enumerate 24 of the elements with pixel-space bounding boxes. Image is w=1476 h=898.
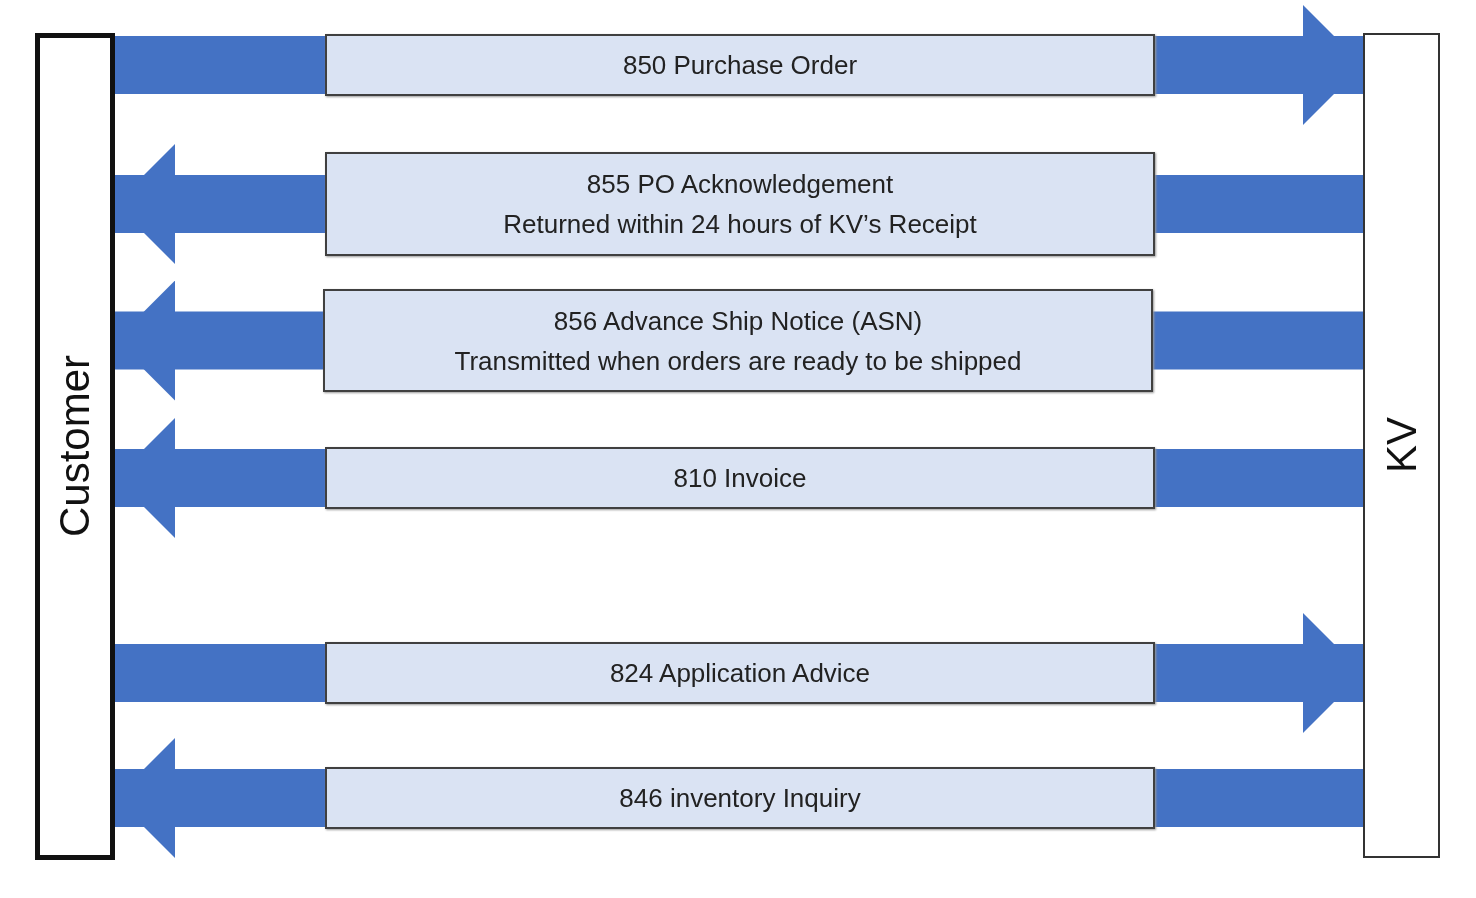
party-box: [1363, 33, 1440, 858]
message-box: [325, 152, 1155, 256]
arrow: [115, 738, 325, 858]
message-title: 846 inventory Inquiry: [619, 782, 861, 815]
message-title: 856 Advance Ship Notice (ASN): [553, 304, 923, 338]
arrow: [115, 418, 325, 538]
party-label: KV: [1377, 417, 1426, 474]
party-label: Customer: [51, 355, 99, 538]
message-title: 855 PO Acknowledgement: [586, 168, 894, 201]
message-note: Returned within 24 hours of KV’s Receipt: [503, 208, 977, 241]
arrow: [1155, 613, 1363, 733]
message-box: [325, 767, 1155, 829]
arrow: [115, 280, 323, 401]
party-box: [35, 33, 115, 860]
arrow: [1155, 5, 1363, 125]
message-title: 850 Purchase Order: [622, 49, 858, 82]
message-box: [325, 34, 1155, 96]
arrow: [115, 144, 325, 264]
message-title: 824 Application Advice: [609, 657, 871, 690]
message-box: [323, 289, 1153, 392]
message-box: [325, 447, 1155, 509]
message-box: [325, 642, 1155, 704]
message-note: Transmitted when orders are ready to be shipped: [454, 344, 1022, 378]
message-title: 810 Invoice: [673, 462, 807, 495]
